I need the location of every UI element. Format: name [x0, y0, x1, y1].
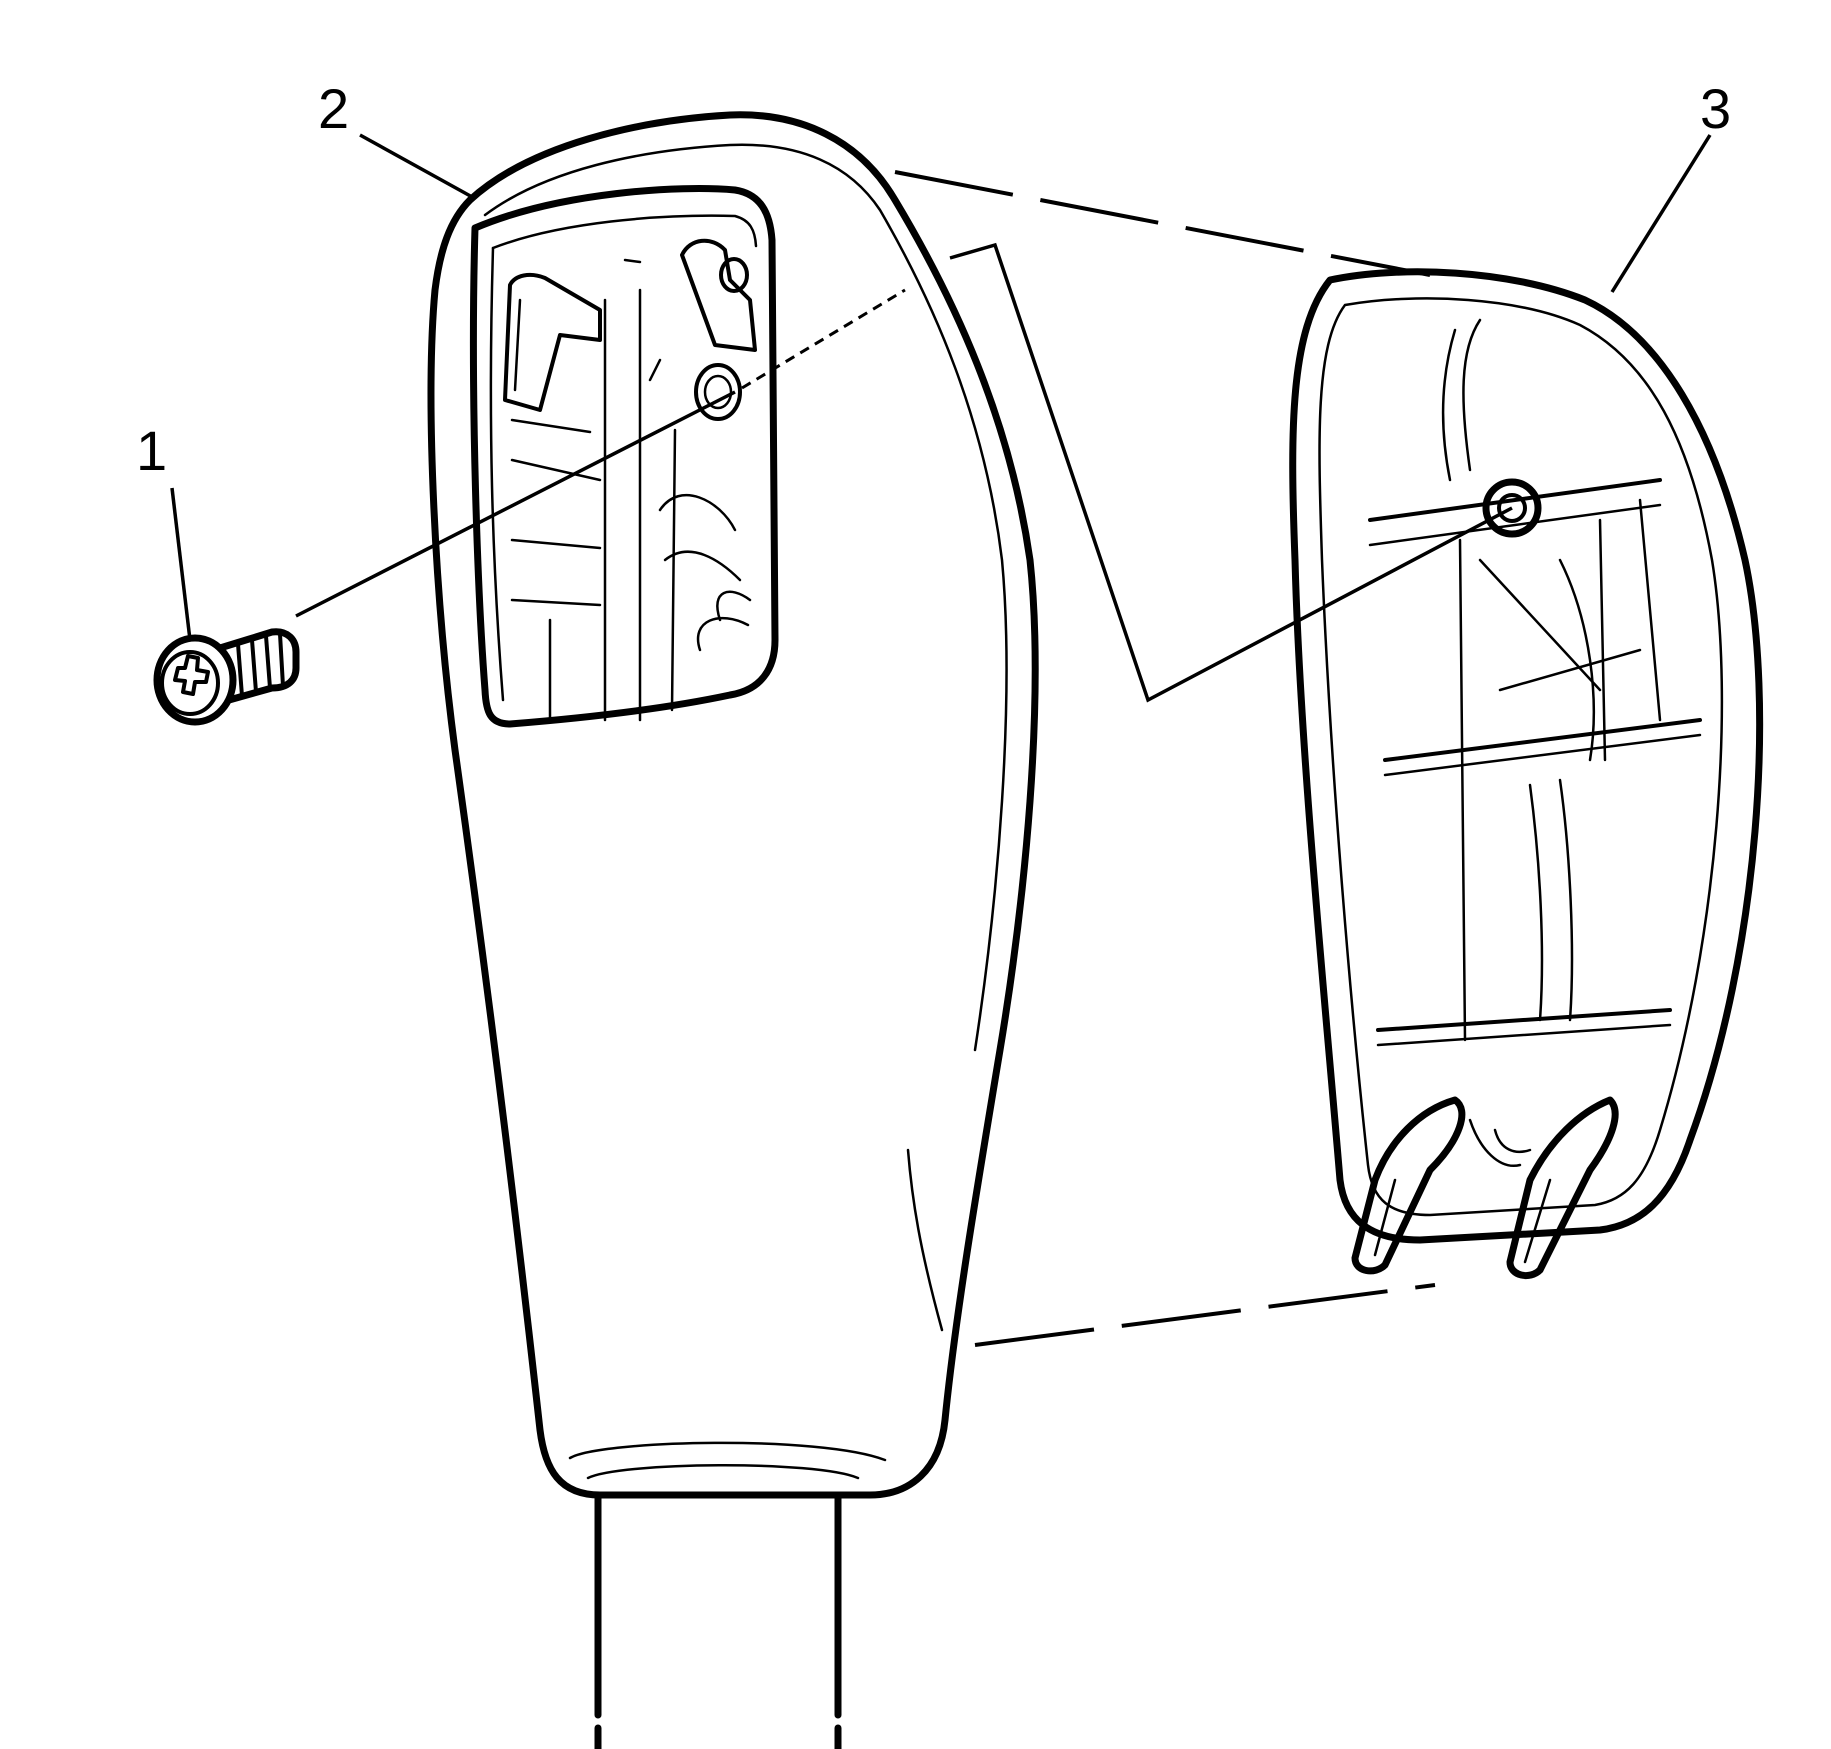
shift-lever-shaft	[594, 1474, 842, 1749]
screw-icon	[153, 628, 300, 726]
callout-3: 3	[1610, 77, 1731, 293]
shift-knob-icon	[427, 111, 1039, 1499]
callout-1: 1	[136, 419, 192, 641]
svg-text:3: 3	[1700, 77, 1731, 140]
assembly-lines	[295, 170, 1513, 1347]
svg-text:1: 1	[136, 419, 167, 482]
callout-2: 2	[318, 77, 475, 200]
knob-trim-cover-icon	[1289, 268, 1764, 1280]
svg-text:2: 2	[318, 77, 349, 140]
